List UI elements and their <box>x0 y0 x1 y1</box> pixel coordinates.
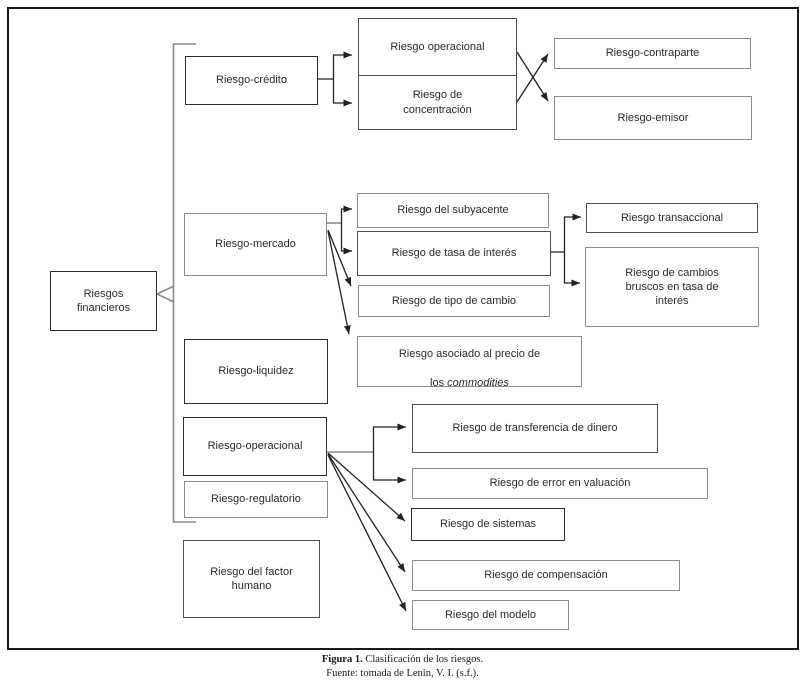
commodities-line2-prefix: los <box>430 376 448 389</box>
node-riesgo-liquidez: Riesgo-liquidez <box>184 339 328 404</box>
node-riesgo-emisor: Riesgo-emisor <box>554 96 752 140</box>
node-riesgo-transferencia: Riesgo de transferencia de dinero <box>412 404 658 453</box>
node-riesgo-operacional-credito: Riesgo operacional <box>359 19 516 76</box>
node-riesgo-contraparte: Riesgo-contraparte <box>554 38 751 69</box>
node-riesgo-commodities: Riesgo asociado al precio de los commodi… <box>357 336 582 389</box>
node-riesgo-compensacion: Riesgo de compensación <box>412 560 680 591</box>
caption-line-1: Figura 1. Clasificación de los riesgos. <box>0 653 805 667</box>
node-riesgo-modelo: Riesgo del modelo <box>412 600 569 630</box>
caption-figure-title: Clasificación de los riesgos. <box>365 654 484 665</box>
node-riesgo-sistemas: Riesgo de sistemas <box>411 508 565 541</box>
node-riesgo-transaccional: Riesgo transaccional <box>586 203 758 233</box>
node-riesgo-tipo-cambio: Riesgo de tipo de cambio <box>358 285 550 317</box>
node-riesgo-tasa-interes: Riesgo de tasa de interés <box>357 231 551 276</box>
node-riesgo-subyacente: Riesgo del subyacente <box>357 193 549 228</box>
node-riesgo-factor-humano: Riesgo del factor humano <box>183 540 320 618</box>
commodities-italic: commodities <box>447 376 509 389</box>
node-riesgo-operacional: Riesgo-operacional <box>183 417 327 476</box>
node-credito-subtypes-stack: Riesgo operacional Riesgo de concentraci… <box>358 18 517 130</box>
commodities-line1: Riesgo asociado al precio de <box>398 348 541 361</box>
node-riesgos-financieros: Riesgos financieros <box>50 271 157 331</box>
node-riesgo-concentracion: Riesgo de concentración <box>403 89 472 116</box>
node-riesgo-error-valuacion: Riesgo de error en valuación <box>412 468 708 499</box>
figure-caption: Figura 1. Clasificación de los riesgos. … <box>0 653 805 681</box>
node-riesgo-credito: Riesgo-crédito <box>185 56 318 105</box>
node-riesgo-regulatorio: Riesgo-regulatorio <box>184 481 328 518</box>
node-riesgo-cambios-bruscos: Riesgo de cambios bruscos en tasa de int… <box>585 247 759 327</box>
node-riesgo-mercado: Riesgo-mercado <box>184 213 327 276</box>
caption-source: Fuente: tomada de Lenin, V. I. (s.f.). <box>326 668 479 679</box>
caption-figure-label: Figura 1. <box>321 654 363 665</box>
